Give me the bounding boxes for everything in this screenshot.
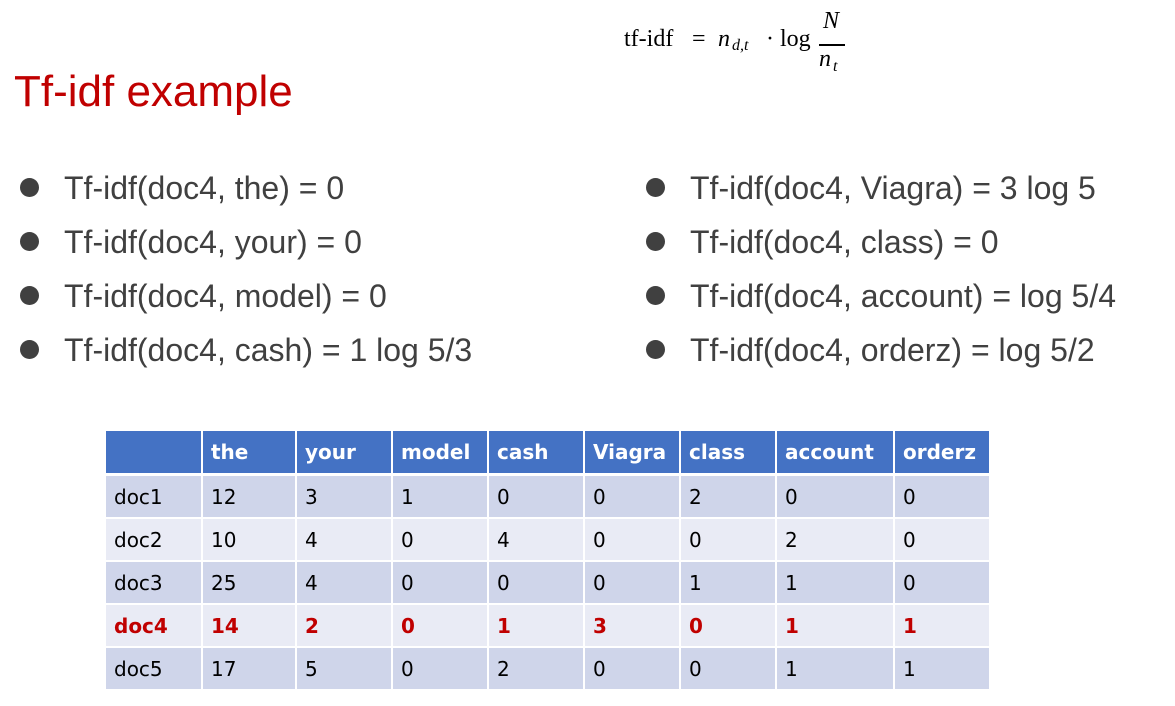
column-header: the bbox=[202, 431, 297, 476]
table-cell: 0 bbox=[584, 474, 681, 519]
formula-log: log bbox=[780, 26, 811, 52]
table-cell: 10 bbox=[202, 518, 297, 562]
table-cell: 17 bbox=[202, 647, 297, 691]
formula-n: n bbox=[718, 26, 730, 52]
table-cell: 1 bbox=[488, 604, 585, 648]
bullet-dot-icon bbox=[20, 232, 39, 251]
table-cell: 1 bbox=[894, 604, 991, 648]
column-header: model bbox=[392, 431, 489, 476]
table-cell: 1 bbox=[894, 647, 991, 691]
table-cell: 1 bbox=[392, 474, 489, 519]
bullet-dot-icon bbox=[646, 340, 665, 359]
formula-equals: = bbox=[692, 26, 706, 52]
table-cell: 0 bbox=[392, 561, 489, 605]
table-cell: 0 bbox=[488, 561, 585, 605]
table-cell: 0 bbox=[392, 647, 489, 691]
table-cell: 25 bbox=[202, 561, 297, 605]
table-cell: 0 bbox=[894, 474, 991, 519]
formula-lhs: tf-idf bbox=[624, 26, 674, 52]
table-cell: 0 bbox=[680, 518, 777, 562]
bullet-dot-icon bbox=[20, 286, 39, 305]
table-cell: 0 bbox=[392, 604, 489, 648]
column-header: Viagra bbox=[584, 431, 681, 476]
table-cell: 0 bbox=[776, 474, 895, 519]
row-label: doc3 bbox=[106, 561, 203, 605]
table-cell: 2 bbox=[776, 518, 895, 562]
term-count-table: the your model cash Viagra class account… bbox=[106, 431, 991, 691]
formula-denominator-subscript: t bbox=[833, 58, 838, 75]
table-cell: 1 bbox=[776, 561, 895, 605]
table-cell: 4 bbox=[296, 518, 393, 562]
table-cell: 1 bbox=[680, 561, 777, 605]
table-cell: 3 bbox=[296, 474, 393, 519]
table-cell: 0 bbox=[584, 561, 681, 605]
tfidf-formula: tf-idf = n d,t · log N n t bbox=[624, 6, 864, 76]
table-cell: 2 bbox=[296, 604, 393, 648]
table-header-row: the your model cash Viagra class account… bbox=[106, 431, 991, 476]
column-header: account bbox=[776, 431, 895, 476]
table-cell: 0 bbox=[392, 518, 489, 562]
table-cell: 4 bbox=[488, 518, 585, 562]
table-cell: 14 bbox=[202, 604, 297, 648]
table-cell: 4 bbox=[296, 561, 393, 605]
formula-numerator: N bbox=[823, 8, 840, 34]
table-cell: 0 bbox=[584, 647, 681, 691]
bullet-dot-icon bbox=[646, 286, 665, 305]
table-cell: 1 bbox=[776, 647, 895, 691]
column-header bbox=[106, 431, 203, 476]
table-cell: 1 bbox=[776, 604, 895, 648]
table-cell: 0 bbox=[894, 518, 991, 562]
table-cell: 0 bbox=[584, 518, 681, 562]
row-label: doc5 bbox=[106, 647, 203, 691]
column-header: orderz bbox=[894, 431, 991, 476]
table-cell: 2 bbox=[680, 474, 777, 519]
row-label: doc2 bbox=[106, 518, 203, 562]
table-cell: 0 bbox=[680, 647, 777, 691]
bullet-dot-icon bbox=[646, 178, 665, 197]
table-cell: 2 bbox=[488, 647, 585, 691]
table-row: doc2 10 4 0 4 0 0 2 0 bbox=[106, 518, 991, 562]
table-row: doc5 17 5 0 2 0 0 1 1 bbox=[106, 647, 991, 691]
table-cell: 0 bbox=[680, 604, 777, 648]
column-header: cash bbox=[488, 431, 585, 476]
slide-title: Tf-idf example bbox=[14, 67, 293, 116]
row-label: doc1 bbox=[106, 474, 203, 519]
column-header: your bbox=[296, 431, 393, 476]
fraction-bar bbox=[819, 44, 845, 46]
formula-dot: · bbox=[766, 26, 774, 52]
column-header: class bbox=[680, 431, 777, 476]
table-cell: 12 bbox=[202, 474, 297, 519]
table-row: doc1 12 3 1 0 0 2 0 0 bbox=[106, 474, 991, 519]
table-cell: 0 bbox=[894, 561, 991, 605]
table-row: doc3 25 4 0 0 0 1 1 0 bbox=[106, 561, 991, 605]
table-cell: 3 bbox=[584, 604, 681, 648]
table-cell: 5 bbox=[296, 647, 393, 691]
bullet-dot-icon bbox=[20, 340, 39, 359]
bullet-dot-icon bbox=[646, 232, 665, 251]
highlighted-row: doc4 14 2 0 1 3 0 1 1 bbox=[106, 604, 991, 648]
formula-denominator: n bbox=[819, 46, 831, 72]
table-cell: 0 bbox=[488, 474, 585, 519]
row-label: doc4 bbox=[106, 604, 203, 648]
formula-subscript: d,t bbox=[732, 37, 749, 54]
bullet-dot-icon bbox=[20, 178, 39, 197]
